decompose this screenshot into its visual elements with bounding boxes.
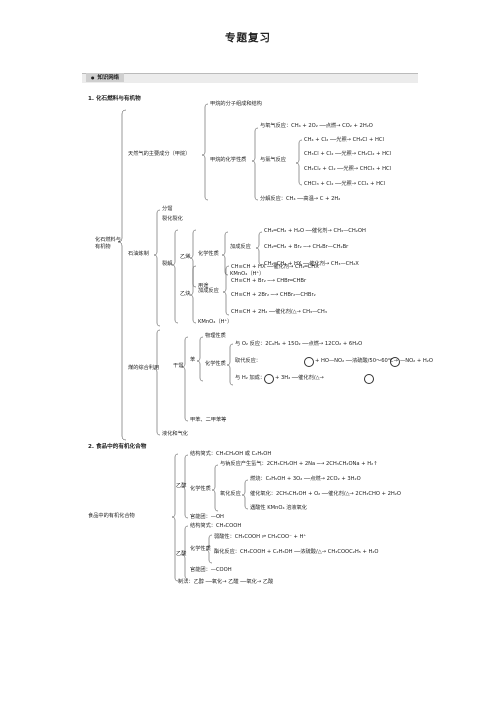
section-heading-2: 2. 食品中的有机化合物: [88, 444, 147, 450]
node-benzene-chem: 化学性质: [205, 361, 226, 367]
acid-prep: 制法：乙醇 ──氧化→ 乙醛 ──氧化→ 乙酸: [178, 579, 274, 585]
node-ganliu: 干馏: [173, 363, 184, 369]
rxn-b-nitro-right: —NO₂ + H₂O: [400, 358, 433, 364]
node-ethylene-chem: 化学性质: [198, 251, 219, 257]
rxn-eth-na: 与钠反应产生氢气：2CH₃CH₂OH + 2Na ─→ 2CH₃CH₂ONa +…: [220, 461, 378, 467]
node-chlorine: 与氯气反应: [260, 157, 286, 163]
rxn-eth-kmno4: 遇酸性 KMnO₄ 溶液氧化: [250, 505, 307, 511]
root-label-1: 化石燃料与有机物: [95, 237, 121, 250]
rxn-a2: CH≡CH + Br₂ ─→ CHBr═CHBr: [231, 278, 307, 284]
rxn-b-nitro-mid: + HO—NO₂ ──浓硫酸/50～60℃→: [315, 358, 398, 364]
node-acid: 乙酸: [176, 551, 187, 557]
node-tianranqi: 天然气的主要成分（甲烷）: [128, 151, 191, 157]
rxn-cl4: CHCl₃ + Cl₂ ──光照→ CCl₄ + HCl: [304, 181, 386, 187]
node-methane-chem: 甲烷的化学性质: [210, 157, 247, 163]
rxn-a4: CH≡CH + 2H₂ ──催化剂/△→ CH₃—CH₃: [231, 309, 327, 315]
rxn-cl1: CH₄ + Cl₂ ──光照→ CH₃Cl + HCl: [304, 137, 384, 143]
acid-group: 官能团：—COOH: [190, 567, 232, 573]
section-bar: [82, 73, 418, 83]
page-title: 专题复习: [225, 32, 271, 44]
rxn-b-oxy: 与 O₂ 反应：2C₆H₆ + 15O₂ ──点燃→ 12CO₂ + 6H₂O: [235, 341, 363, 347]
node-liejie: 裂化裂化: [162, 216, 183, 222]
rxn-cl3: CH₂Cl₂ + Cl₂ ──光照→ CHCl₃ + HCl: [304, 166, 392, 172]
node-coal: 煤的综合利用: [128, 365, 160, 371]
rxn-oxygen: 与氧气反应：CH₄ + 2O₂ ──点燃→ CO₂ + 2H₂O: [260, 123, 373, 129]
rxn-cl2: CH₃Cl + Cl₂ ──光照→ CH₂Cl₂ + HCl: [304, 151, 392, 157]
benzene-ring-icon: [264, 374, 274, 384]
node-fenliu: 分馏: [162, 206, 173, 212]
node-ethylene: 乙烯: [180, 254, 191, 260]
node-e-kmno4: KMnO₄（H⁺）: [230, 271, 265, 277]
node-addition: 加成反应: [230, 244, 251, 250]
rxn-b-h2-mid: + 3H₂ ──催化剂/△→: [275, 375, 324, 381]
rxn-acid-ester: 酯化反应：CH₃COOH + C₂H₅OH ──浓硫酸/△→ CH₃COOC₂H…: [214, 549, 379, 555]
rxn-eth-cat: 催化氧化：2CH₃CH₂OH + O₂ ──催化剂/△→ 2CH₃CHO + 2…: [250, 491, 401, 497]
node-qihua: 液化和气化: [162, 431, 188, 437]
node-phys: 物理性质: [205, 333, 226, 339]
node-yongtu: 用途: [198, 283, 209, 289]
acid-struct: 结构简式：CH₃COOH: [190, 523, 242, 529]
node-ethanol: 乙醇: [176, 483, 187, 489]
rxn-decomp: 分解反应：CH₄ ──高温→ C + 2H₂: [260, 196, 341, 202]
node-shiyou: 石油炼制: [128, 251, 149, 257]
node-toluene: 甲苯、二甲苯等: [190, 417, 227, 423]
node-eth-chem: 化学性质: [190, 486, 211, 492]
benzene-ring-icon: [304, 357, 314, 367]
node-a-kmno4: KMnO₄（H⁺）: [198, 319, 233, 325]
node-eth-ox: 氧化反应: [220, 491, 241, 497]
rxn-b-nitro-label: 取代反应：: [235, 358, 261, 364]
node-methane-structure: 甲烷的分子组成和结构: [210, 101, 262, 107]
rxn-b-h2-label: 与 H₂ 加成：: [235, 375, 266, 381]
rxn-a1: CH≡CH + HX ──催化剂→ CH₂═CHX: [231, 264, 319, 270]
benzene-ring-icon: [364, 374, 374, 384]
node-ac-add: 加成反应: [198, 288, 219, 294]
rxn-acid-weak: 弱酸性：CH₃COOH ⇌ CH₃COO⁻ + H⁺: [214, 534, 307, 540]
node-acid-chem: 化学性质: [190, 546, 211, 552]
node-benzene: 苯: [190, 357, 196, 363]
section-bar-label: 知识网络: [86, 73, 125, 82]
rxn-e-add2: CH₂═CH₂ + Br₂ ─→ CH₂Br—CH₂Br: [264, 244, 349, 250]
benzene-ring-icon: [390, 357, 400, 367]
eth-group: 官能团：—OH: [190, 514, 224, 520]
node-liejie2: 裂解: [162, 261, 173, 267]
rxn-eth-burn: 燃烧：C₂H₅OH + 3O₂ ──点燃→ 2CO₂ + 3H₂O: [250, 476, 361, 482]
root-label-2: 食品中的有机化合物: [88, 513, 135, 519]
rxn-e-add3: CH₂═CH₂ + HX ──催化剂→ CH₃—CH₂X: [264, 261, 359, 267]
rxn-a3: CH≡CH + 2Br₂ ─→ CHBr₂—CHBr₂: [231, 292, 316, 298]
eth-struct: 结构简式：CH₃CH₂OH 或 C₂H₅OH: [190, 451, 272, 457]
node-acetylene: 乙炔: [180, 291, 191, 297]
rxn-e-add1: CH₂═CH₂ + H₂O ──催化剂→ CH₃—CH₂OH: [264, 228, 366, 234]
section-heading-1: 1. 化石燃料与有机物: [88, 96, 141, 102]
